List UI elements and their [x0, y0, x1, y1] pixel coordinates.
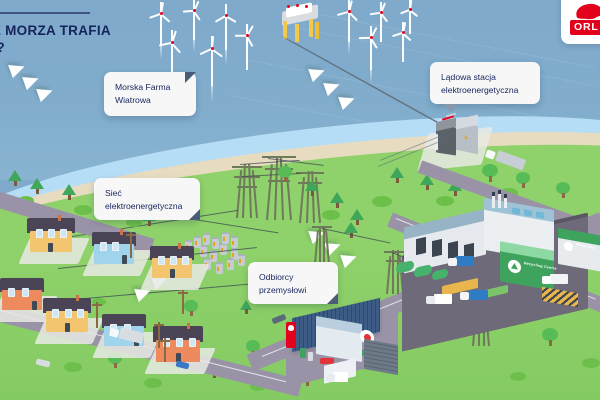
callout-line-1: Odbiorcy — [259, 272, 294, 282]
wind-turbine — [234, 24, 258, 70]
wind-turbine — [358, 26, 382, 70]
truck — [460, 288, 488, 300]
callout-pointer-icon — [327, 293, 338, 304]
wind-turbine — [158, 30, 184, 82]
offshore-substation-platform — [278, 2, 324, 44]
callout-pointer-icon — [185, 72, 196, 83]
wind-turbine — [369, 2, 392, 42]
title-line-2: NTÓW? — [0, 39, 164, 56]
utility-pole — [126, 232, 136, 258]
callout-line-2: przemysłowi — [259, 285, 307, 295]
utility-pole — [178, 290, 188, 314]
car — [320, 358, 334, 364]
industrial-zone: Recycling Centre Recycling — [392, 190, 600, 352]
house — [91, 229, 137, 264]
house — [27, 215, 75, 252]
utility-pole — [154, 322, 164, 348]
truck — [448, 254, 474, 266]
wind-turbine — [182, 0, 205, 40]
house — [149, 243, 195, 278]
wind-turbine — [337, 0, 360, 42]
callout-line-1: Morska Farma — [115, 82, 171, 92]
callout-line-1: Sieć — [105, 188, 122, 198]
callout-industrial-consumers[interactable]: Odbiorcy przemysłowi — [248, 262, 338, 304]
callout-onshore-substation[interactable]: Lądowa stacja elektroenergetyczna — [430, 62, 540, 112]
callout-line-1: Lądowa stacja — [441, 72, 496, 82]
callout-line-2: elektroenergetyczna — [105, 201, 183, 211]
orlen-wordmark: ORL — [570, 20, 600, 35]
wind-turbine — [199, 35, 224, 86]
wind-turbine — [149, 2, 172, 46]
callout-pointer-icon — [189, 209, 200, 220]
title-line-1: RGIA Z MORZA TRAFIA — [0, 23, 111, 38]
callout-offshore-wind-farm[interactable]: Morska Farma Wiatrowa — [104, 72, 196, 116]
transmission-tower — [312, 222, 332, 265]
house — [153, 323, 203, 362]
truck — [326, 372, 348, 382]
title-divider — [0, 12, 90, 14]
house — [43, 295, 91, 332]
callout-power-grid[interactable]: Sieć elektroenergetyczna — [94, 178, 200, 220]
house — [0, 278, 45, 310]
service-depot — [314, 315, 434, 384]
page-title: RGIA Z MORZA TRAFIA NTÓW? — [0, 22, 164, 56]
onshore-substation — [434, 112, 492, 160]
utility-pole — [92, 302, 102, 328]
utility-pole — [160, 338, 170, 362]
callout-line-2: Wiatrowa — [115, 95, 151, 105]
callout-line-2: elektroenergetyczna — [441, 85, 519, 95]
orlen-pylon-sign — [286, 322, 296, 348]
wind-turbine — [215, 4, 237, 50]
callout-pointer-icon — [444, 104, 458, 112]
wind-turbine — [392, 22, 414, 62]
wind-turbine — [400, 0, 420, 34]
truck — [426, 292, 452, 304]
truck — [542, 272, 568, 284]
